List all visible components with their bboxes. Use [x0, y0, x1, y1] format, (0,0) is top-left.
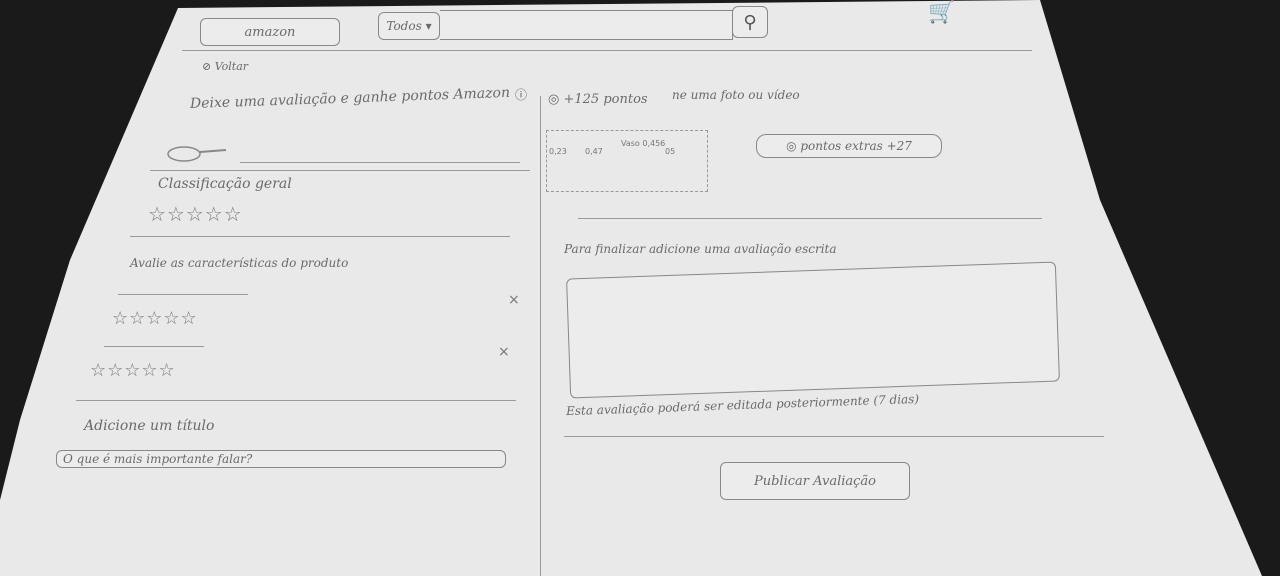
written-review-label: Para finalizar adicione uma avaliação es…	[564, 242, 837, 256]
info-icon[interactable]: ⓘ	[515, 88, 528, 102]
mini-product: 05	[665, 147, 676, 156]
amazon-logo[interactable]: amazon	[200, 18, 340, 46]
product-divider	[240, 162, 520, 163]
search-input[interactable]	[440, 10, 733, 40]
chevron-down-icon: ▾	[425, 19, 432, 33]
title-placeholder: O que é mais importante falar?	[63, 452, 253, 466]
points-badge: ◎ +125 pontos	[548, 92, 648, 107]
column-divider	[540, 96, 541, 576]
feature-star-rating[interactable]: ☆☆☆☆☆	[90, 360, 176, 381]
mini-product: 0,47	[585, 147, 603, 156]
back-arrow-icon: ⊘	[202, 60, 212, 73]
header-divider	[182, 50, 1032, 51]
search-button[interactable]: ⚲	[732, 6, 768, 38]
add-photo-button[interactable]: ◎ pontos extras +27	[756, 134, 942, 158]
cart-icon[interactable]: 🛒	[928, 0, 956, 25]
photo-button-label: pontos extras +27	[800, 139, 912, 153]
publish-label: Publicar Avaliação	[753, 473, 876, 489]
section-divider	[150, 170, 530, 171]
mini-product: 0,23	[549, 147, 567, 156]
search-icon: ⚲	[743, 11, 757, 33]
points-tooltip: 0,23 0,47 Vaso 0,456 05	[546, 130, 708, 192]
remove-feature-button[interactable]: ×	[508, 292, 520, 308]
review-textarea[interactable]	[566, 261, 1060, 399]
category-dropdown[interactable]: Todos ▾	[378, 12, 440, 40]
feature-name-line	[104, 346, 204, 347]
mini-product: Vaso 0,456	[621, 139, 666, 148]
section-divider	[76, 400, 516, 401]
feature-star-rating[interactable]: ☆☆☆☆☆	[112, 308, 198, 329]
section-divider	[578, 218, 1042, 219]
publish-review-button[interactable]: Publicar Avaliação	[720, 462, 910, 500]
logo-text: amazon	[244, 24, 296, 40]
pan-icon	[167, 146, 227, 162]
product-image	[166, 144, 228, 164]
section-divider	[130, 236, 510, 237]
features-label: Avalie as características do produto	[130, 256, 349, 270]
photo-prompt: ne uma foto ou vídeo	[672, 88, 800, 102]
section-divider	[564, 436, 1104, 437]
back-label: Voltar	[214, 60, 249, 73]
feature-name-line	[118, 294, 248, 295]
title-input[interactable]: O que é mais importante falar?	[56, 450, 506, 468]
overall-star-rating[interactable]: ☆☆☆☆☆	[148, 202, 243, 226]
back-link[interactable]: ⊘ Voltar	[202, 60, 248, 73]
category-label: Todos	[386, 19, 422, 33]
coin-icon: ◎	[548, 92, 560, 107]
points-label: +125 pontos	[563, 92, 648, 107]
remove-feature-button[interactable]: ×	[498, 344, 510, 360]
add-title-label: Adicione um título	[84, 418, 215, 434]
coin-icon: ◎	[786, 139, 797, 153]
overall-rating-label: Classificação geral	[158, 176, 292, 192]
